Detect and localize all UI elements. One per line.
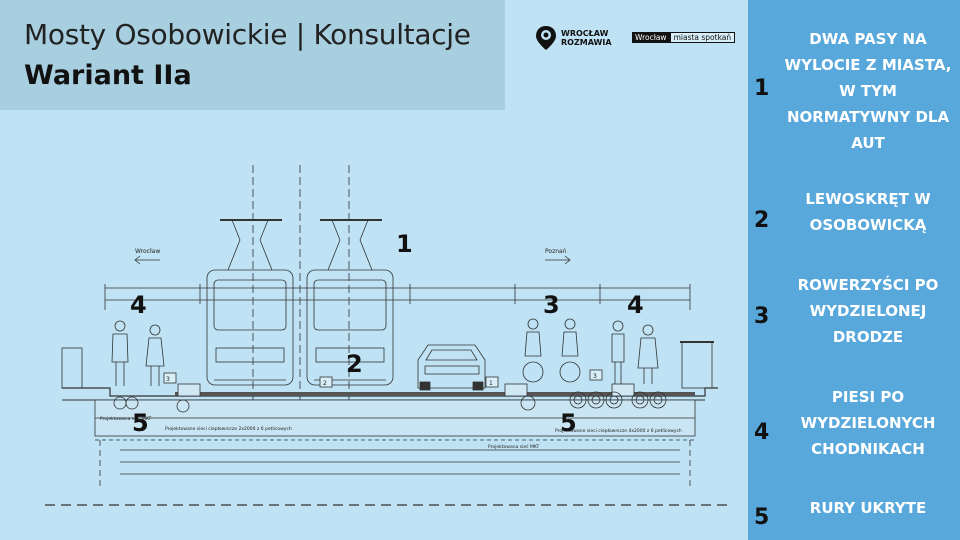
- small-marker-box: [319, 376, 333, 388]
- railing-left: [61, 347, 83, 389]
- wroclaw-rozmawia-logo: WROCŁAW ROZMAWIA: [535, 25, 612, 51]
- pipe: [605, 391, 623, 409]
- marker-5-left: 5: [132, 409, 149, 437]
- pipe: [631, 391, 649, 409]
- logo-line1: WROCŁAW: [561, 29, 609, 38]
- heat-label-left: Projektowane sieci ciepłownicze 2x2000 z…: [165, 426, 292, 432]
- legend-text: PIESI PO WYDZIELONYCH CHODNIKACH: [800, 388, 936, 458]
- legend-sidebar: 1 DWA PASY NA WYLOCIE Z MIASTA, W TYM NO…: [748, 0, 960, 540]
- pedestrian-left-2: [145, 324, 165, 386]
- bridge-cross-section-drawing: Wrocław Poznań 3 2 1 3 Projektowane siec…: [45, 165, 730, 506]
- pedestrian-left-1: [111, 320, 129, 386]
- marker-2: 2: [346, 350, 363, 378]
- curb: [177, 383, 201, 397]
- direction-left-label: Wrocław: [135, 248, 160, 255]
- pedestrian-right-2: [637, 324, 659, 384]
- legend-item-4: 4 PIESI PO WYDZIELONYCH CHODNIKACH: [748, 384, 960, 464]
- pedestrian-right-1: [611, 320, 625, 384]
- title-box: Mosty Osobowickie | Konsultacje Wariant …: [0, 0, 505, 110]
- pipe: [569, 391, 587, 409]
- pipe: [587, 391, 605, 409]
- cyclist-2: [559, 318, 581, 383]
- small-marker-label: 3: [166, 376, 170, 383]
- curb: [611, 383, 635, 397]
- map-pin-icon: [536, 26, 556, 50]
- legend-text: RURY UKRYTE: [809, 499, 927, 517]
- marker-4-left: 4: [130, 291, 147, 319]
- railing-right: [681, 341, 713, 389]
- legend-number: 5: [754, 505, 770, 530]
- wroclaw-miasto-spotkan-logo: Wrocław miasta spotkań: [632, 32, 736, 43]
- pipe: [649, 391, 667, 409]
- pipe-inner: [653, 395, 663, 405]
- pipe: [176, 399, 190, 413]
- small-marker-label: 3: [593, 373, 597, 380]
- pipe: [520, 395, 536, 411]
- small-marker-label: 1: [489, 380, 493, 387]
- page-title: Mosty Osobowickie | Konsultacje: [24, 18, 471, 51]
- cyclist-1: [522, 318, 544, 383]
- arrow-left-icon: [134, 255, 160, 265]
- marker-4-right: 4: [627, 291, 644, 319]
- car: [417, 344, 486, 391]
- legend-item-2: 2 LEWOSKRĘT W OSOBOWICKĄ: [748, 186, 960, 246]
- legend-item-1: 1 DWA PASY NA WYLOCIE Z MIASTA, W TYM NO…: [748, 26, 960, 156]
- legend-item-3: 3 ROWERZYŚCI PO WYDZIELONEJ DRODZE: [748, 272, 960, 352]
- tram-left: [206, 219, 294, 386]
- pipe: [125, 396, 139, 410]
- legend-item-5: 5 RURY UKRYTE: [748, 495, 960, 535]
- mkt-label-mid: Projektowana sieć MKT: [488, 443, 540, 450]
- legend-text: ROWERZYŚCI PO WYDZIELONEJ DRODZE: [797, 276, 939, 346]
- road-surface: [175, 392, 695, 396]
- pipe-inner: [635, 395, 645, 405]
- small-marker-box: [163, 372, 177, 384]
- logo-miasto-part: miasta spotkań: [669, 32, 736, 43]
- page-subtitle: Wariant IIa: [24, 60, 192, 91]
- pipe-inner: [591, 395, 601, 405]
- mkt-label-left: Projektowana sieć MKT: [100, 415, 152, 422]
- small-marker-box: [485, 376, 499, 388]
- legend-number: 2: [754, 208, 770, 233]
- pipe-inner: [609, 395, 619, 405]
- marker-5-right: 5: [560, 409, 577, 437]
- small-marker-box: [589, 369, 603, 381]
- legend-text: DWA PASY NA WYLOCIE Z MIASTA, W TYM NORM…: [784, 30, 952, 152]
- curb: [504, 383, 528, 397]
- legend-number: 4: [754, 420, 770, 445]
- legend-number: 3: [754, 304, 770, 329]
- small-marker-label: 2: [323, 380, 327, 387]
- tram-right: [306, 219, 394, 386]
- marker-3: 3: [543, 291, 560, 319]
- legend-text: LEWOSKRĘT W OSOBOWICKĄ: [805, 190, 931, 234]
- direction-right-label: Poznań: [545, 248, 567, 255]
- logo-line2: ROZMAWIA: [561, 38, 612, 47]
- logo-wroclaw-part: Wrocław: [632, 32, 670, 43]
- arrow-right-icon: [545, 255, 571, 265]
- heat-label-right: Projektowane sieci ciepłownicze 4x2000 z…: [555, 428, 682, 434]
- legend-number: 1: [754, 76, 770, 101]
- pipe-inner: [573, 395, 583, 405]
- marker-1: 1: [396, 230, 413, 258]
